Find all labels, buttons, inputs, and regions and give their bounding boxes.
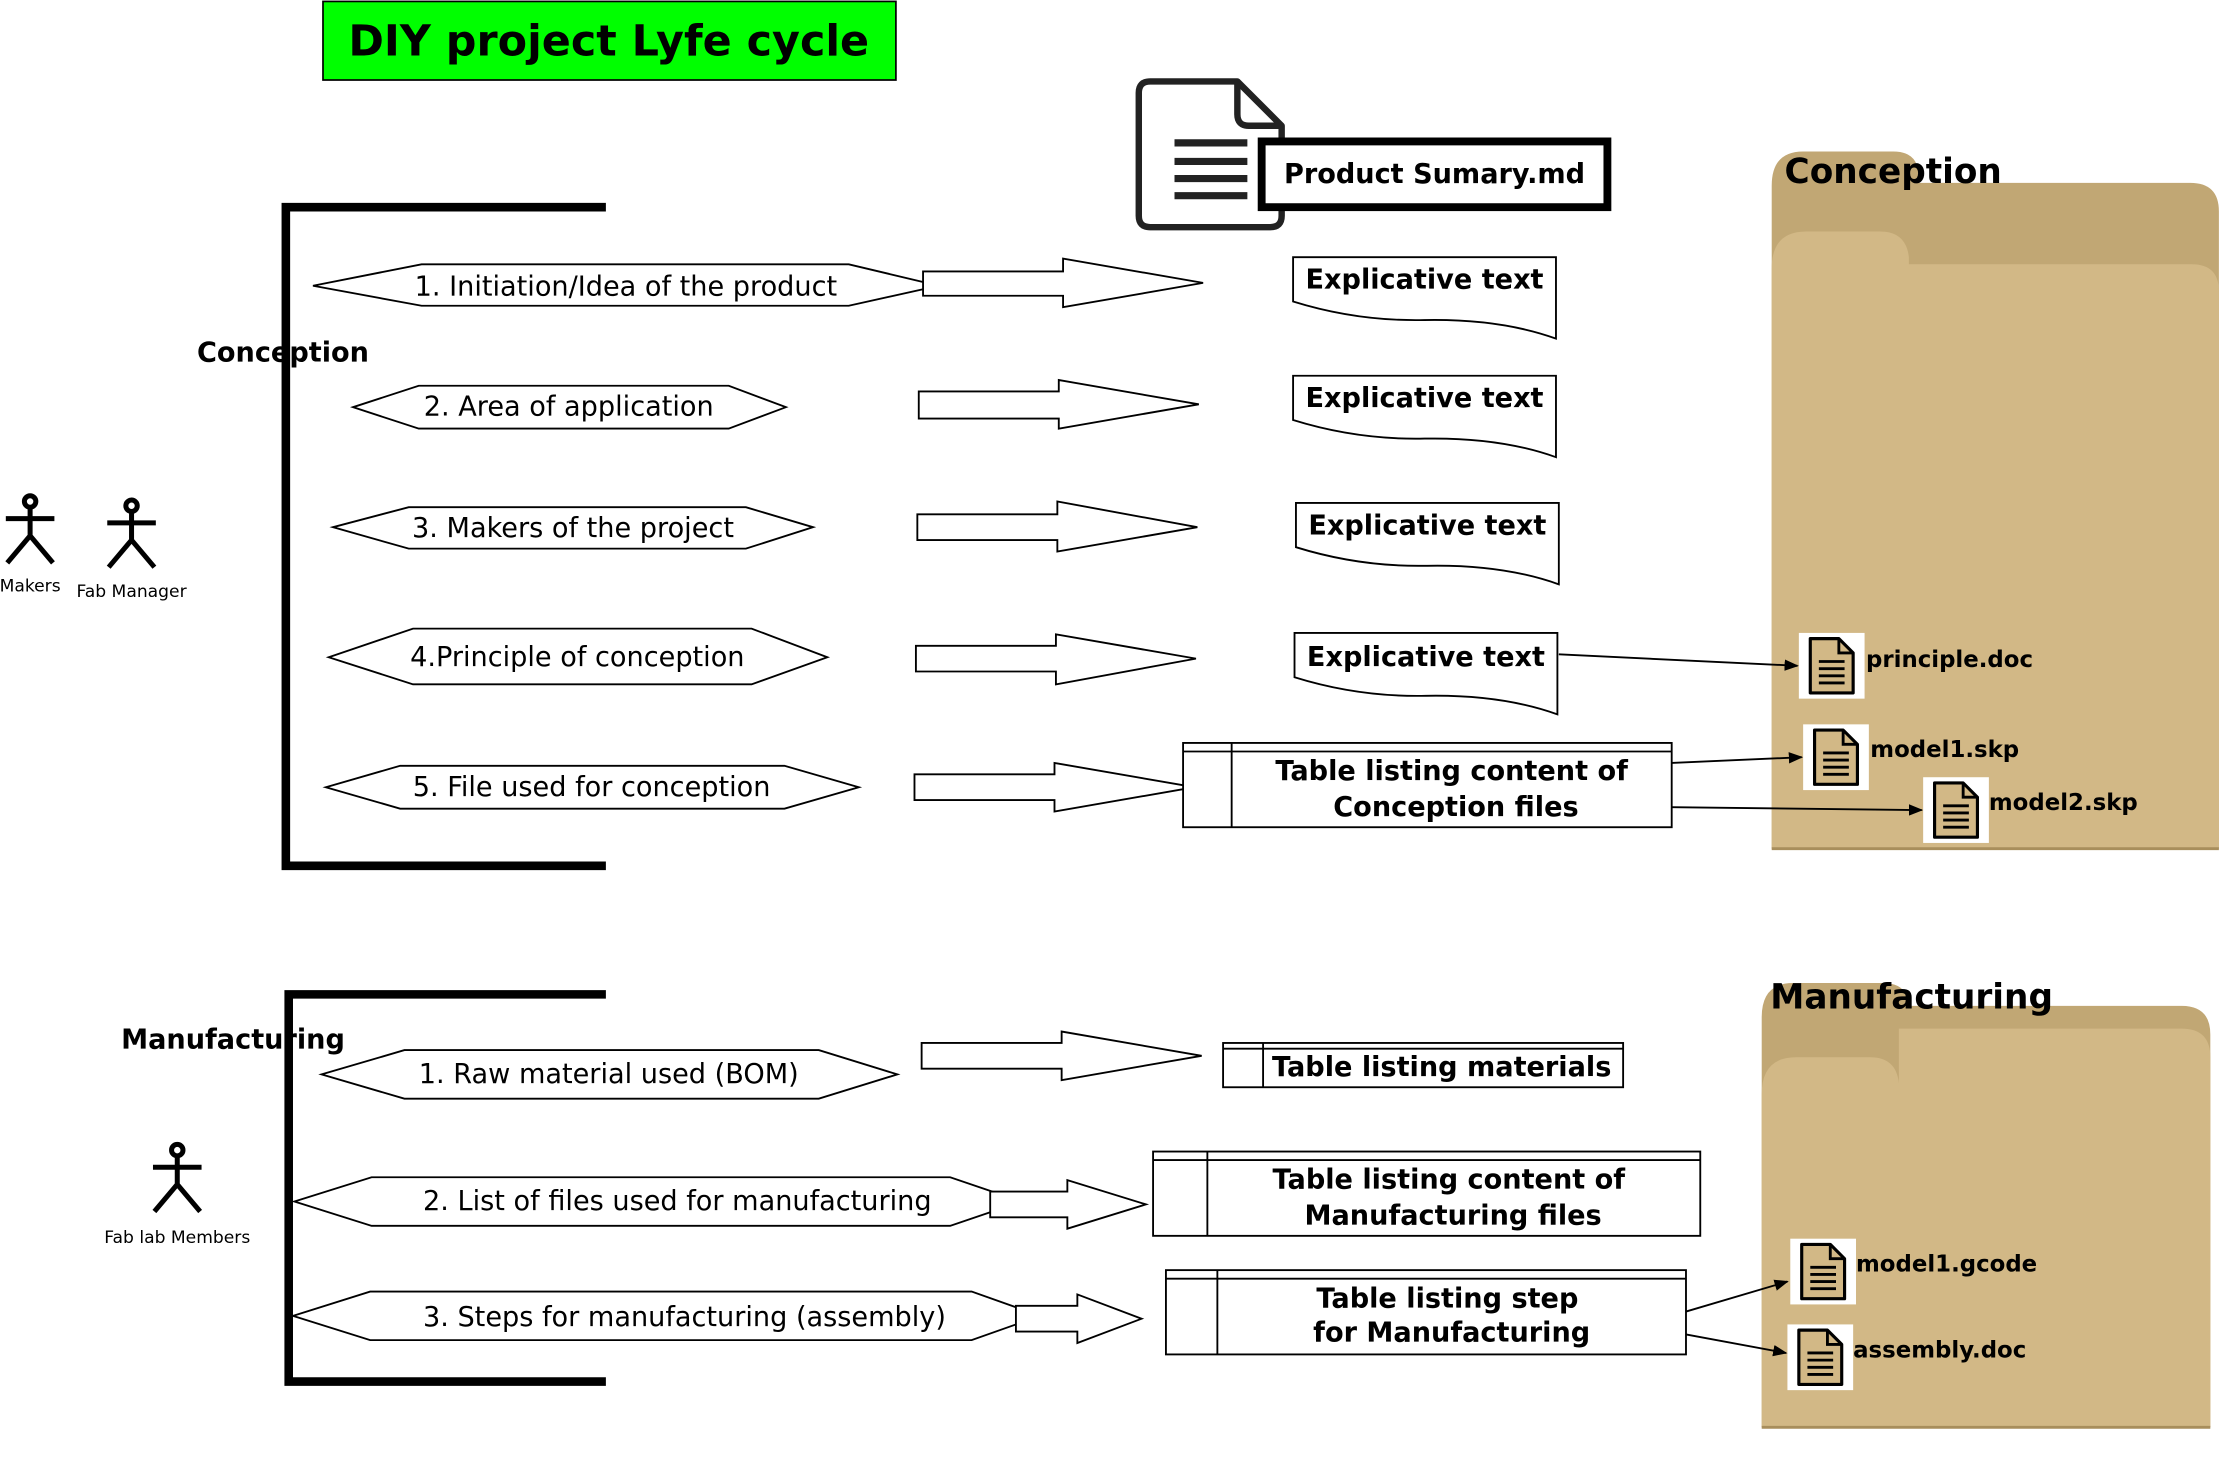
manufacturing-steps-table: Table listing step for Manufacturing [1165,1269,1687,1356]
block-arrow [922,257,1204,309]
actor-makers: Makers [0,493,61,596]
file-model1-gcode: model1.gcode [1788,1237,2037,1306]
table-text: Table listing materials [1272,1052,1611,1083]
file-name: model1.gcode [1856,1252,2037,1278]
file-icon [1788,1237,1858,1306]
explicative-note: Explicative text [1292,374,1557,459]
explicative-note: Explicative text [1295,501,1560,586]
step-label: 1. Raw material used (BOM) [419,1059,799,1090]
file-model2-skp: model2.skp [1921,775,2138,845]
folder-icon [1761,982,2211,1429]
note-text: Explicative text [1306,265,1544,296]
connector-arrow [1671,804,1924,816]
file-name: model1.skp [1870,737,2019,763]
diagram-title: DIY project Lyfe cycle [322,0,897,81]
conception-step: 2. Area of application [350,384,789,430]
manufacturing-step: 1. Raw material used (BOM) [318,1049,901,1100]
actor-label: Fab lab Members [104,1228,250,1248]
actor-label: Fab Manager [76,582,187,602]
block-arrow [914,633,1197,686]
file-icon [1801,722,1871,792]
file-name: assembly.doc [1853,1337,2026,1363]
manufacturing-step: 3. Steps for manufacturing (assembly) [289,1290,1043,1342]
title-text: DIY project Lyfe cycle [348,17,869,67]
connector-arrow [1671,752,1804,764]
conception-section-label: Conception [197,337,369,368]
actor-label: Makers [0,576,61,596]
file-name: model2.skp [1989,790,2138,816]
step-label: 5. File used for conception [413,772,771,803]
table-text: Table listing content of [1273,1165,1627,1196]
conception-step: 1. Initiation/Idea of the product [312,263,939,307]
stick-figure-icon [5,493,55,565]
file-principle: principle.doc [1797,631,2033,701]
conception-folder: Conception principle.doc model1.skp mode… [1771,151,2219,851]
conception-bracket [281,202,606,871]
block-arrow [917,378,1199,430]
folder-icon [1771,151,2219,851]
actor-fab-lab-members: Fab lab Members [104,1141,250,1248]
note-text: Explicative text [1308,510,1546,541]
table-text: for Manufacturing [1313,1318,1590,1349]
note-text: Explicative text [1307,642,1545,673]
conception-step: 5. File used for conception [322,764,863,810]
product-summary-doc: Product Sumary.md [1135,78,1612,231]
table-text: Table listing step [1316,1283,1578,1314]
conception-files-table: Table listing content of Conception file… [1182,742,1673,829]
folder-title: Manufacturing [1770,978,2053,1018]
actor-fab-manager: Fab Manager [76,497,188,602]
step-label: 3. Makers of the project [412,513,734,544]
block-arrow [920,1030,1202,1082]
stick-figure-icon [152,1141,203,1214]
file-assembly-doc: assembly.doc [1785,1322,2026,1392]
stick-figure-icon [106,497,157,569]
step-label: 2. Area of application [424,392,714,423]
conception-step: 4.Principle of conception [325,627,831,686]
table-text: Table listing content of [1275,756,1629,787]
file-model1-skp: model1.skp [1801,722,2019,792]
step-label: 1. Initiation/Idea of the product [415,272,838,303]
step-label: 3. Steps for manufacturing (assembly) [423,1302,946,1333]
connector-arrow [1558,653,1799,671]
file-name: principle.doc [1866,647,2033,673]
table-text: Conception files [1333,792,1578,823]
manufacturing-bracket [284,990,606,1386]
manufacturing-step: 2. List of files used for manufacturing [291,1176,1025,1227]
conception-step: 3. Makers of the project [329,506,817,550]
connector-arrow [1685,1333,1788,1357]
product-summary-label: Product Sumary.md [1284,159,1585,190]
manufacturing-folder: Manufacturing model1.gcode assembly.doc [1761,978,2211,1429]
step-label: 2. List of files used for manufacturing [423,1186,932,1217]
materials-table: Table listing materials [1222,1042,1625,1089]
manufacturing-files-table: Table listing content of Manufacturing f… [1152,1150,1702,1237]
step-label: 4.Principle of conception [410,642,744,673]
table-text: Manufacturing files [1305,1200,1602,1231]
block-arrow [989,1178,1150,1230]
manufacturing-section-label: Manufacturing [121,1025,345,1056]
connector-arrow [1685,1279,1789,1313]
block-arrow [913,761,1195,813]
folder-title: Conception [1785,152,2002,192]
file-icon [1785,1322,1855,1392]
block-arrow [916,500,1198,553]
note-text: Explicative text [1306,383,1544,414]
file-icon [1921,775,1991,845]
explicative-note: Explicative text [1292,256,1557,340]
file-icon [1797,631,1867,701]
document-icon [1135,78,1285,231]
block-arrow [1014,1293,1145,1345]
explicative-note: Explicative text [1293,631,1559,716]
